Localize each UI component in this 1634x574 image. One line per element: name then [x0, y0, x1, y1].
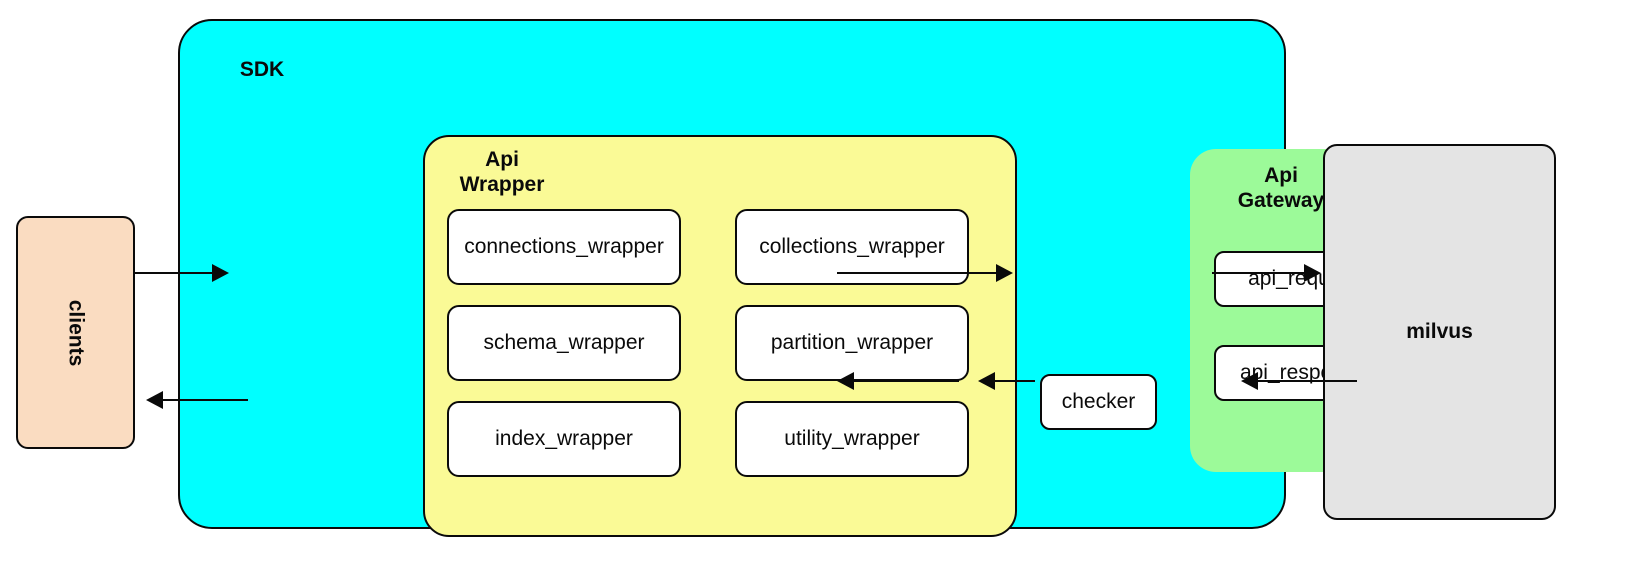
arrowhead-api-wrapper-to-api-gateway-icon — [996, 264, 1013, 282]
api-gateway-label: Api Gateway — [1237, 164, 1325, 212]
checker-node[interactable]: checker — [1040, 374, 1157, 430]
edge-api-wrapper-to-clients — [163, 399, 248, 401]
edge-api-wrapper-to-api-gateway — [837, 272, 999, 274]
clients-node[interactable]: clients — [16, 216, 135, 449]
arrowhead-checker-to-api-wrapper-icon — [837, 372, 854, 390]
edge-api-response-to-checker — [995, 380, 1035, 382]
tile-index-wrapper[interactable]: index_wrapper — [447, 401, 681, 477]
api-wrapper-label: Api Wrapper — [459, 148, 545, 196]
arrowhead-milvus-to-api-response-icon — [1241, 372, 1258, 390]
arrowhead-clients-to-api-wrapper-icon — [212, 264, 229, 282]
edge-api-request-to-milvus — [1212, 272, 1307, 274]
sdk-container[interactable]: SDK Api Wrapper connections_wrapper coll… — [178, 19, 1418, 537]
checker-label: checker — [1061, 390, 1136, 413]
sdk-label: SDK — [239, 58, 285, 81]
arrowhead-api-wrapper-to-clients-icon — [146, 391, 163, 409]
api-wrapper-container[interactable]: Api Wrapper connections_wrapper collecti… — [423, 135, 1017, 537]
tile-utility-wrapper[interactable]: utility_wrapper — [735, 401, 969, 477]
arrowhead-api-request-to-milvus-icon — [1304, 264, 1321, 282]
tile-partition-wrapper[interactable]: partition_wrapper — [735, 305, 969, 381]
tile-schema-wrapper[interactable]: schema_wrapper — [447, 305, 681, 381]
milvus-label: milvus — [1406, 320, 1473, 343]
edge-checker-to-api-wrapper — [854, 380, 959, 382]
edge-clients-to-api-wrapper — [135, 272, 215, 274]
clients-label: clients — [64, 299, 88, 366]
arrowhead-api-response-to-checker-icon — [978, 372, 995, 390]
milvus-node[interactable]: milvus — [1323, 144, 1556, 520]
tile-connections-wrapper[interactable]: connections_wrapper — [447, 209, 681, 285]
edge-milvus-to-api-response — [1258, 380, 1357, 382]
